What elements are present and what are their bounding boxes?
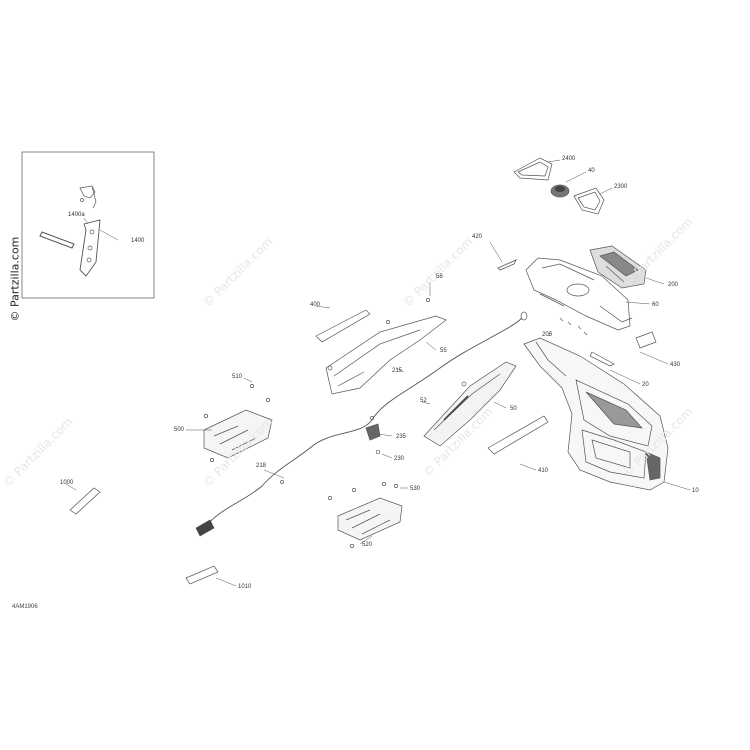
part-label-60[interactable]: 60 <box>652 302 659 308</box>
part-label-510[interactable]: 510 <box>232 374 243 380</box>
part-label-1000[interactable]: 1000 <box>60 480 74 486</box>
decal-2400 <box>513 157 553 181</box>
part-label-215[interactable]: 215 <box>392 368 403 374</box>
part-label-10[interactable]: 10 <box>692 488 699 494</box>
screw-230 <box>375 449 381 455</box>
lens-420 <box>497 259 517 271</box>
part-label-52[interactable]: 52 <box>420 398 427 404</box>
part-label-218[interactable]: 218 <box>256 463 267 469</box>
trim-piece-1000 <box>69 487 101 515</box>
part-label-230[interactable]: 230 <box>394 456 405 462</box>
part-label-1400a[interactable]: 1400a <box>68 212 85 218</box>
part-label-50[interactable]: 50 <box>510 406 517 412</box>
part-label-2300[interactable]: 2300 <box>614 184 628 190</box>
reflector-430 <box>635 331 657 349</box>
part-label-420[interactable]: 420 <box>472 234 483 240</box>
emblem-40 <box>550 184 570 198</box>
wire-harness-215 <box>195 311 528 537</box>
part-label-55[interactable]: 55 <box>440 348 447 354</box>
part-label-400[interactable]: 400 <box>310 302 321 308</box>
trim-strip-400 <box>315 309 371 343</box>
part-label-1010[interactable]: 1010 <box>238 584 252 590</box>
part-label-58[interactable]: 58 <box>436 274 443 280</box>
trim-piece-1010 <box>185 565 219 585</box>
part-label-205[interactable]: 205 <box>542 332 553 338</box>
part-label-2400[interactable]: 2400 <box>562 156 576 162</box>
tank-cover-60 <box>525 257 633 331</box>
footrest-500 <box>203 384 273 462</box>
panel-200 <box>589 245 647 289</box>
inset-bracket-part <box>79 185 97 209</box>
part-label-200[interactable]: 200 <box>668 282 679 288</box>
side-panel-55 <box>325 298 447 395</box>
inset-strap-part-1400a <box>39 231 75 249</box>
part-label-20[interactable]: 20 <box>642 382 649 388</box>
part-label-410[interactable]: 410 <box>538 468 549 474</box>
part-label-520[interactable]: 520 <box>362 542 373 548</box>
footrest-520 <box>328 482 403 548</box>
watermark-vertical: © Partzilla.com <box>8 236 22 322</box>
part-label-500[interactable]: 500 <box>174 427 185 433</box>
part-label-40[interactable]: 40 <box>588 168 595 174</box>
trim-strip-410 <box>487 415 549 455</box>
side-panel-50 <box>423 361 517 447</box>
front-fascia-10 <box>523 337 669 491</box>
inset-detail-box <box>21 151 155 299</box>
diagram-code: 4AM1906 <box>12 604 38 610</box>
decal-2300 <box>573 187 605 215</box>
screw-530 <box>394 484 398 488</box>
fasteners-205 <box>559 317 588 336</box>
decal-20 <box>589 351 615 367</box>
part-label-235[interactable]: 235 <box>396 434 407 440</box>
part-label-430[interactable]: 430 <box>670 362 681 368</box>
part-label-1400[interactable]: 1400 <box>131 238 145 244</box>
inset-tube-part <box>79 219 101 277</box>
part-label-530[interactable]: 530 <box>410 486 421 492</box>
leader-lines <box>65 159 691 587</box>
bracket-235 <box>365 416 381 441</box>
